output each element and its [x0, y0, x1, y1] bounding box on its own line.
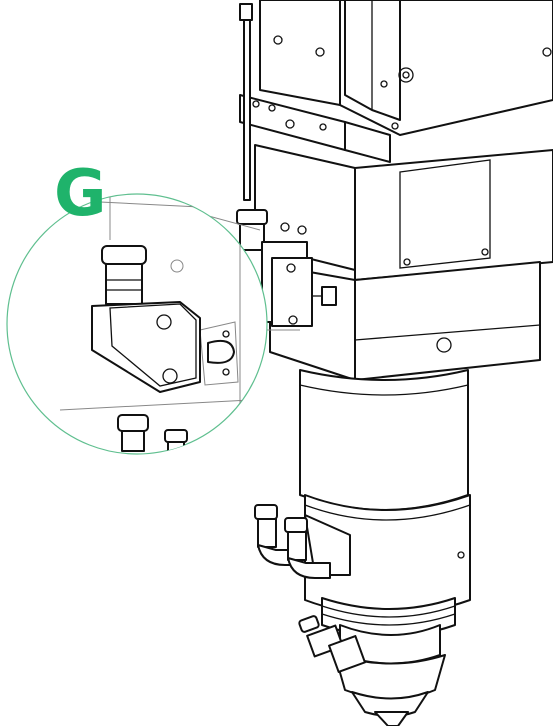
upper-housing	[259, 0, 553, 136]
bracket-plate	[239, 94, 391, 163]
ring-section	[321, 597, 456, 665]
nozzle	[298, 615, 446, 726]
top-rod	[239, 3, 253, 201]
side-fittings	[254, 504, 351, 579]
callout-letter: G	[54, 157, 107, 231]
sensor-unit	[236, 209, 337, 327]
middle-block	[254, 144, 553, 281]
callout-zoomed-sensor	[59, 195, 261, 454]
callout-magnifier	[6, 193, 268, 455]
cylinder-body	[299, 369, 471, 616]
